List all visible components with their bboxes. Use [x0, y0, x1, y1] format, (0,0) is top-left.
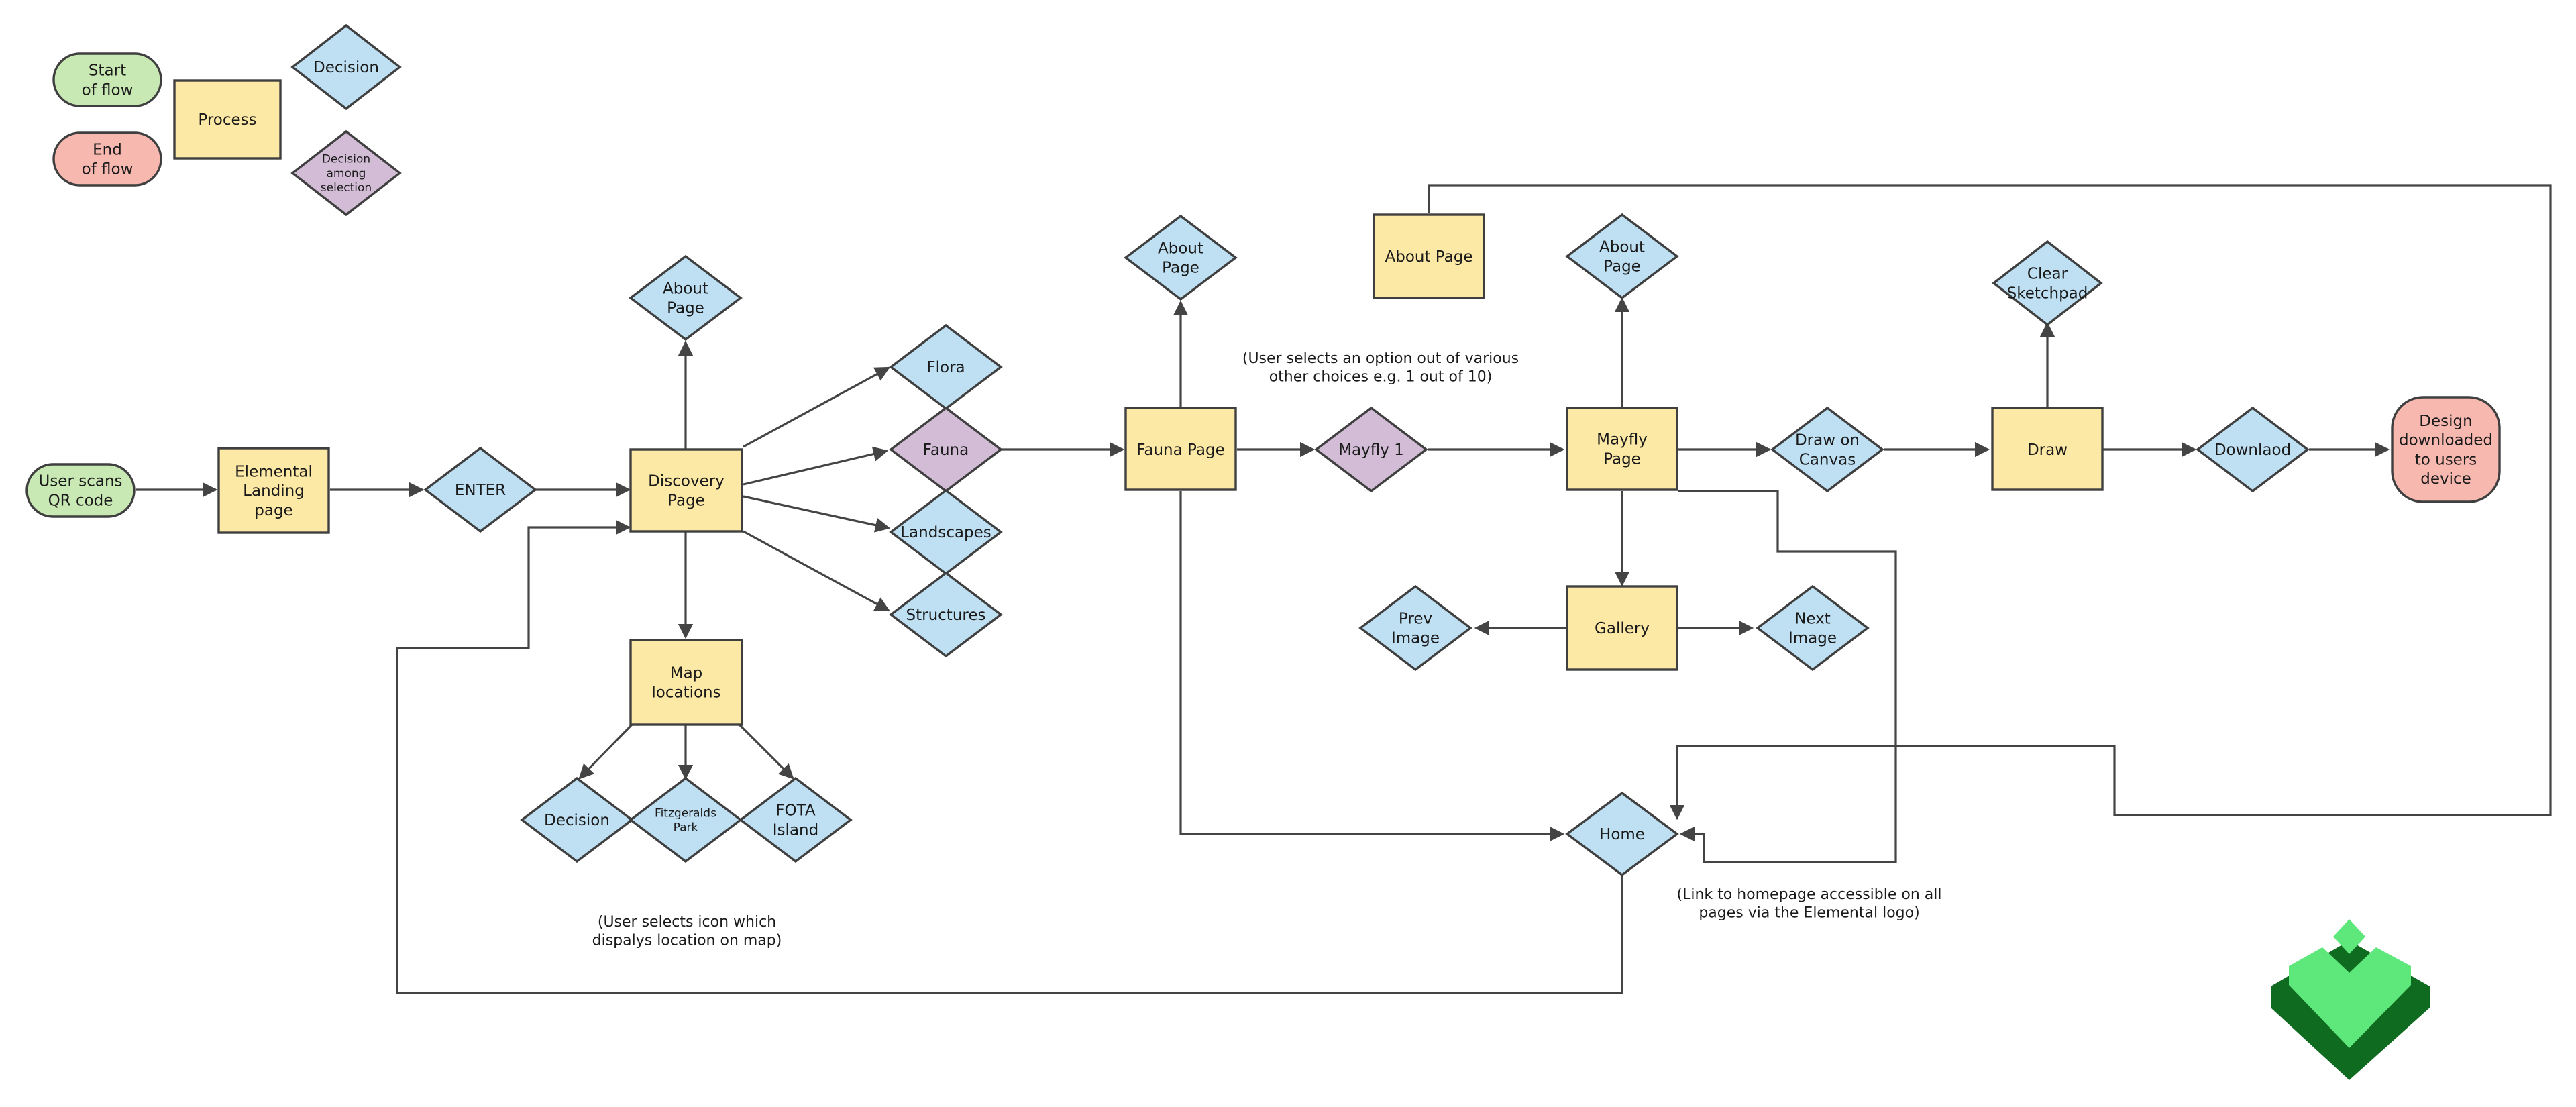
node-flora-label: Flora	[926, 359, 965, 376]
edge-mayflypage-home	[1678, 490, 1897, 863]
node-landscapes-label: Landscapes	[900, 524, 991, 541]
node-draw	[1991, 407, 2104, 491]
logo-light-shape	[2289, 947, 2411, 1048]
node-enter-decision	[423, 446, 537, 533]
node-mayfly-1	[1314, 406, 1428, 493]
node-decision-map-label: Decision	[544, 812, 610, 829]
legend-process-shape	[173, 79, 282, 160]
node-map-locations	[629, 639, 743, 726]
node-about-page-box-label: About Page	[1385, 248, 1473, 266]
node-structures	[889, 571, 1003, 658]
node-enter-label: ENTER	[455, 482, 506, 499]
elemental-logo[interactable]	[2271, 919, 2430, 1080]
edge-discovery-landscapes	[743, 495, 891, 533]
node-fitzgeralds-park	[629, 776, 743, 863]
node-fota-island	[739, 776, 853, 863]
edge-aboutbox-home	[1428, 184, 2552, 821]
node-structures-label: Structures	[906, 607, 986, 624]
node-clear-sketchpad	[1992, 240, 2103, 327]
legend-decision-shape	[290, 23, 402, 111]
node-prev-image	[1358, 584, 1472, 672]
legend-decision-label: Decision	[313, 59, 379, 76]
node-discovery-page	[629, 448, 743, 533]
node-about-page-3	[1565, 213, 1679, 300]
legend-process-label: Process	[198, 111, 256, 129]
node-next-image	[1756, 584, 1870, 672]
node-draw-label: Draw	[2027, 441, 2068, 459]
legend-end-shape	[52, 131, 162, 187]
node-fauna-page-label: Fauna Page	[1136, 441, 1224, 459]
node-decision-map	[520, 776, 634, 863]
node-user-scans-qr	[25, 463, 136, 518]
node-home-label: Home	[1599, 826, 1645, 843]
node-gallery-label: Gallery	[1595, 620, 1650, 637]
node-download	[2196, 406, 2310, 493]
node-mayfly-page	[1566, 407, 1678, 491]
edge-map-decision	[578, 723, 633, 780]
edge-discovery-flora	[743, 366, 890, 448]
node-mayfly-1-label: Mayfly 1	[1338, 441, 1404, 459]
node-elemental-landing	[217, 447, 330, 534]
logo-diamond-icon	[2333, 919, 2365, 954]
node-download-label: Downlaod	[2214, 441, 2291, 459]
node-design-downloaded	[2391, 396, 2501, 503]
edge-map-fota	[738, 723, 794, 780]
node-fauna-label: Fauna	[923, 441, 969, 459]
edge-discovery-structures	[743, 530, 890, 612]
node-draw-on-canvas	[1770, 406, 1884, 493]
node-gallery	[1566, 585, 1678, 671]
node-fauna-page	[1124, 407, 1237, 491]
edge-discovery-fauna	[743, 446, 889, 486]
edge-home-discovery	[396, 519, 1623, 994]
legend-selection-shape	[290, 129, 402, 217]
legend-start-shape	[52, 52, 162, 107]
node-home	[1565, 791, 1679, 877]
connector-lines	[136, 184, 2552, 994]
node-about-page-1	[629, 254, 743, 341]
node-about-page-2	[1124, 214, 1238, 301]
edge-faunapage-home	[1179, 491, 1565, 842]
node-about-page-box	[1373, 213, 1485, 299]
